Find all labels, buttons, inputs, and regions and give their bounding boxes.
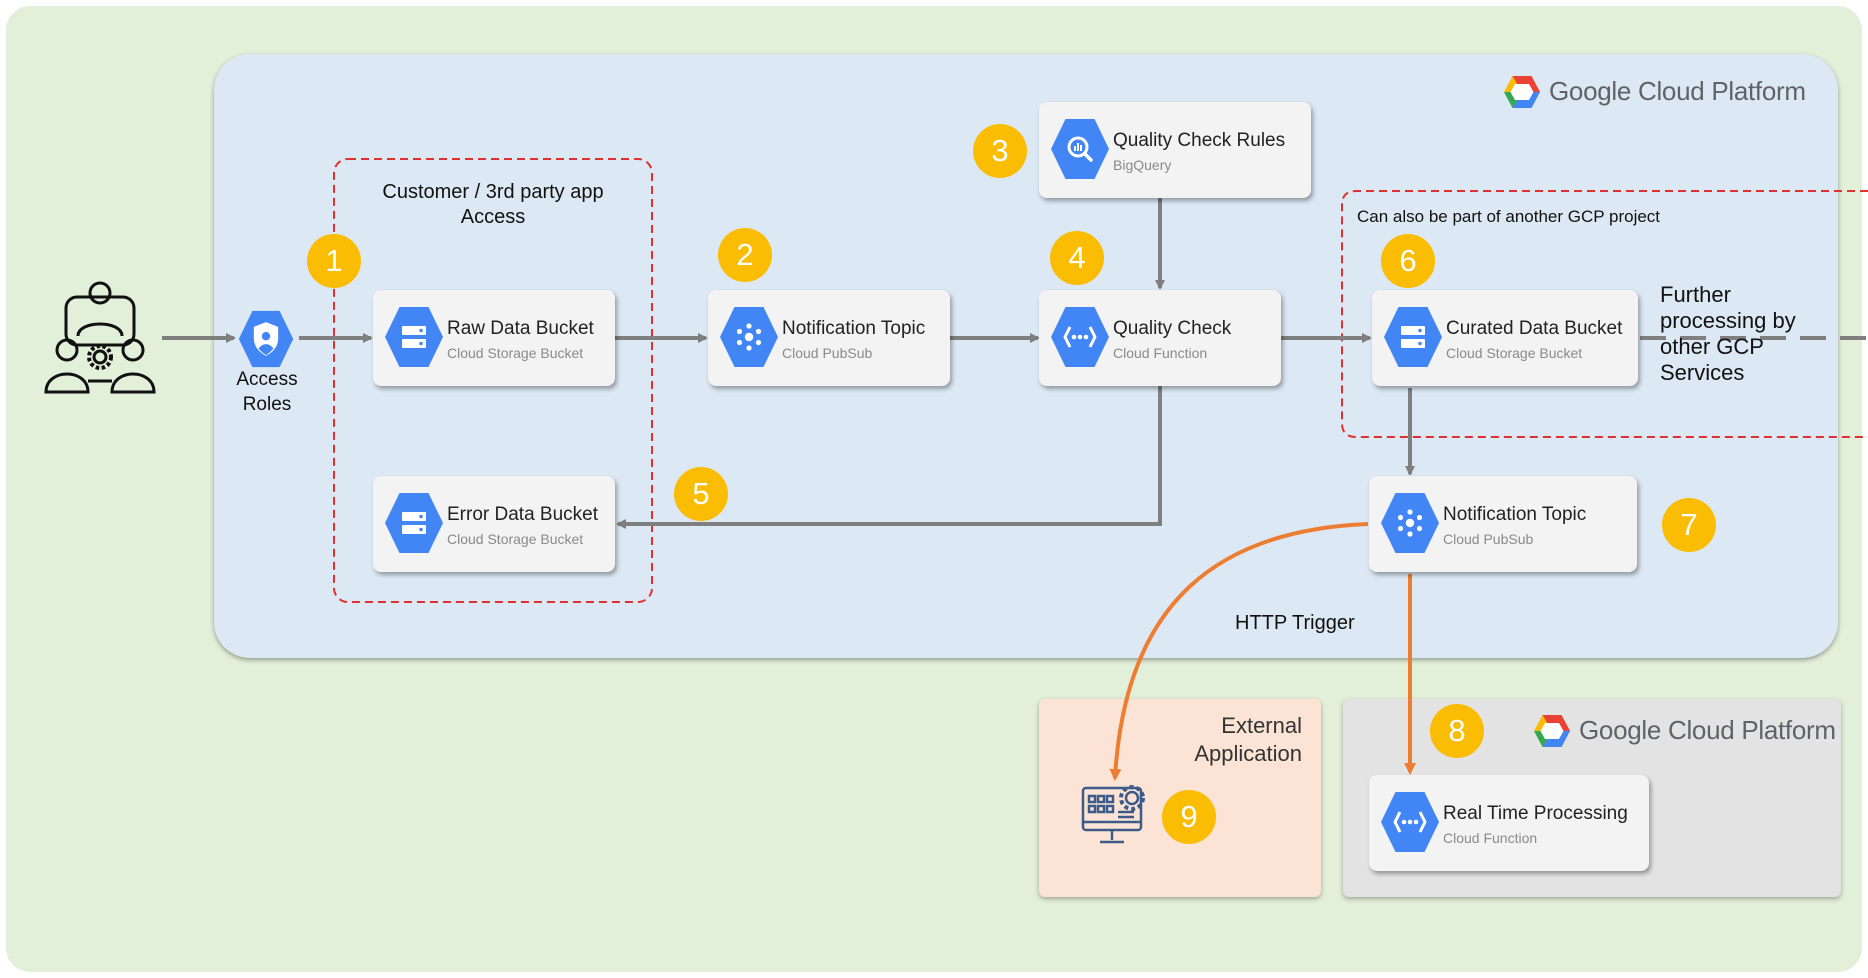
further-processing-line2: processing by	[1660, 308, 1796, 333]
notification-topic-node[interactable]: Notification Topic Cloud PubSub	[708, 290, 950, 386]
quality-check-rules-subtitle: BigQuery	[1113, 157, 1172, 173]
arrow-topic-to-external	[1109, 522, 1369, 781]
further-processing-line1: Further	[1660, 282, 1731, 307]
gcp-logo-secondary-text: Google Cloud Platform	[1579, 715, 1836, 745]
step-badge-3: 3	[973, 124, 1027, 178]
notification-topic-2-node[interactable]: Notification Topic Cloud PubSub	[1369, 476, 1637, 572]
step-badge-1: 1	[307, 234, 361, 288]
cloud-storage-icon	[385, 307, 443, 367]
quality-check-rules-node[interactable]: Quality Check Rules BigQuery	[1039, 102, 1311, 198]
cloud-function-icon	[1051, 307, 1109, 367]
cloud-storage-icon	[385, 493, 443, 553]
step-badge-4: 4	[1050, 231, 1104, 285]
cloud-function-icon	[1381, 792, 1439, 852]
access-roles-icon	[238, 310, 294, 368]
further-processing-label: Further processing by other GCP Services	[1660, 282, 1796, 386]
pubsub-icon	[720, 307, 778, 367]
further-processing-line4: Services	[1660, 360, 1745, 385]
step-badge-9: 9	[1162, 790, 1216, 844]
real-time-processing-node[interactable]: Real Time Processing Cloud Function	[1369, 775, 1649, 871]
access-roles-label-line2: Roles	[242, 394, 292, 415]
gcp-logo-text: Google Cloud Platform	[1549, 76, 1806, 106]
step-badge-6: 6	[1381, 234, 1435, 288]
external-application-label: External Application	[1130, 712, 1302, 768]
raw-data-bucket-title: Raw Data Bucket	[447, 318, 594, 339]
pubsub-icon	[1381, 493, 1439, 553]
notification-topic-2-title: Notification Topic	[1443, 504, 1587, 525]
quality-check-rules-title: Quality Check Rules	[1113, 130, 1286, 151]
gcp-hexagon-icon	[1534, 715, 1570, 747]
error-data-bucket-title: Error Data Bucket	[447, 504, 598, 525]
notification-topic-title: Notification Topic	[782, 318, 926, 339]
users-group-icon	[44, 281, 156, 394]
notification-topic-2-subtitle: Cloud PubSub	[1443, 531, 1534, 547]
other-project-label: Can also be part of another GCP project	[1357, 207, 1661, 226]
quality-check-subtitle: Cloud Function	[1113, 345, 1208, 361]
raw-data-bucket-subtitle: Cloud Storage Bucket	[447, 345, 584, 361]
bigquery-icon	[1051, 119, 1109, 179]
other-project-boundary	[1341, 190, 1868, 438]
gcp-logo: Google Cloud Platform	[1503, 72, 1823, 112]
real-time-processing-subtitle: Cloud Function	[1443, 830, 1538, 846]
curated-data-bucket-node[interactable]: Curated Data Bucket Cloud Storage Bucket	[1372, 290, 1638, 386]
external-application-label-line1: External	[1221, 713, 1302, 738]
notification-topic-subtitle: Cloud PubSub	[782, 345, 873, 361]
customer-access-boundary	[333, 158, 653, 603]
curated-data-bucket-title: Curated Data Bucket	[1446, 318, 1623, 339]
customer-access-label-line2: Access	[460, 206, 526, 228]
customer-access-label: Customer / 3rd party app Access	[336, 180, 650, 230]
further-processing-line3: other GCP	[1660, 334, 1764, 359]
error-data-bucket-subtitle: Cloud Storage Bucket	[447, 531, 584, 547]
step-badge-2: 2	[718, 228, 772, 282]
cloud-storage-icon	[1384, 307, 1442, 367]
customer-access-label-line1: Customer / 3rd party app	[382, 181, 604, 203]
quality-check-node[interactable]: Quality Check Cloud Function	[1039, 290, 1281, 386]
arrow-qc-to-error	[616, 386, 1162, 529]
real-time-processing-title: Real Time Processing	[1443, 803, 1628, 824]
gcp-logo-secondary: Google Cloud Platform	[1533, 711, 1843, 751]
quality-check-title: Quality Check	[1113, 318, 1232, 339]
access-roles-label-line1: Access	[236, 369, 298, 390]
step-badge-8: 8	[1430, 704, 1484, 758]
gcp-hexagon-icon	[1504, 76, 1540, 108]
http-trigger-label: HTTP Trigger	[1235, 612, 1355, 634]
step-badge-7: 7	[1662, 498, 1716, 552]
step-badge-5: 5	[674, 467, 728, 521]
error-data-bucket-node[interactable]: Error Data Bucket Cloud Storage Bucket	[373, 476, 615, 572]
raw-data-bucket-node[interactable]: Raw Data Bucket Cloud Storage Bucket	[373, 290, 615, 386]
external-application-label-line2: Application	[1194, 741, 1302, 766]
curated-data-bucket-subtitle: Cloud Storage Bucket	[1446, 345, 1583, 361]
monitor-settings-icon	[1081, 785, 1145, 844]
access-roles-label: Access Roles	[225, 367, 309, 417]
